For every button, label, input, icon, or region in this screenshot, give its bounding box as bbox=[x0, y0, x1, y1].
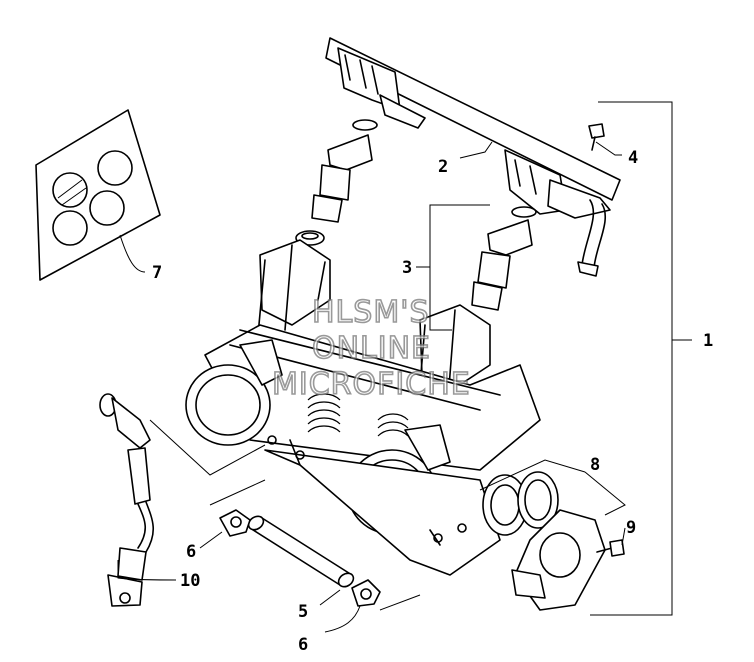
watermark-line-3: MICROFICHE bbox=[272, 367, 471, 402]
watermark-line-1: HLSM'S bbox=[312, 295, 430, 330]
throttle-body-assembly bbox=[185, 239, 541, 576]
hose-clamp-upper bbox=[219, 509, 251, 537]
gasket-sheet bbox=[35, 109, 161, 281]
callout-10: 10 bbox=[180, 571, 200, 591]
callout-6-upper: 6 bbox=[186, 542, 196, 562]
callout-4: 4 bbox=[628, 148, 638, 168]
linkage-spring bbox=[307, 393, 409, 437]
hose-clamp-lower bbox=[351, 579, 381, 607]
callout-8: 8 bbox=[590, 455, 600, 475]
callout-1: 1 bbox=[703, 331, 713, 351]
callout-6-lower: 6 bbox=[298, 635, 308, 655]
fuel-injector-left bbox=[295, 119, 378, 246]
sensor-lead bbox=[99, 393, 154, 607]
throttle-position-sensor bbox=[511, 509, 606, 611]
watermark: HLSM'S ONLINE MICROFICHE bbox=[271, 294, 471, 403]
callout-7: 7 bbox=[152, 263, 162, 283]
screw-top bbox=[588, 123, 605, 151]
callout-labels: 1 2 3 4 5 6 6 7 8 9 10 bbox=[152, 148, 713, 655]
callout-3: 3 bbox=[402, 258, 412, 278]
o-ring bbox=[517, 471, 559, 529]
screw bbox=[596, 539, 625, 557]
callout-2: 2 bbox=[438, 157, 448, 177]
fuel-rail bbox=[325, 37, 621, 277]
callout-5: 5 bbox=[298, 602, 308, 622]
hose bbox=[247, 515, 355, 588]
watermark-line-2: ONLINE bbox=[312, 331, 431, 366]
leader-lines bbox=[117, 101, 692, 633]
callout-9: 9 bbox=[626, 518, 636, 538]
